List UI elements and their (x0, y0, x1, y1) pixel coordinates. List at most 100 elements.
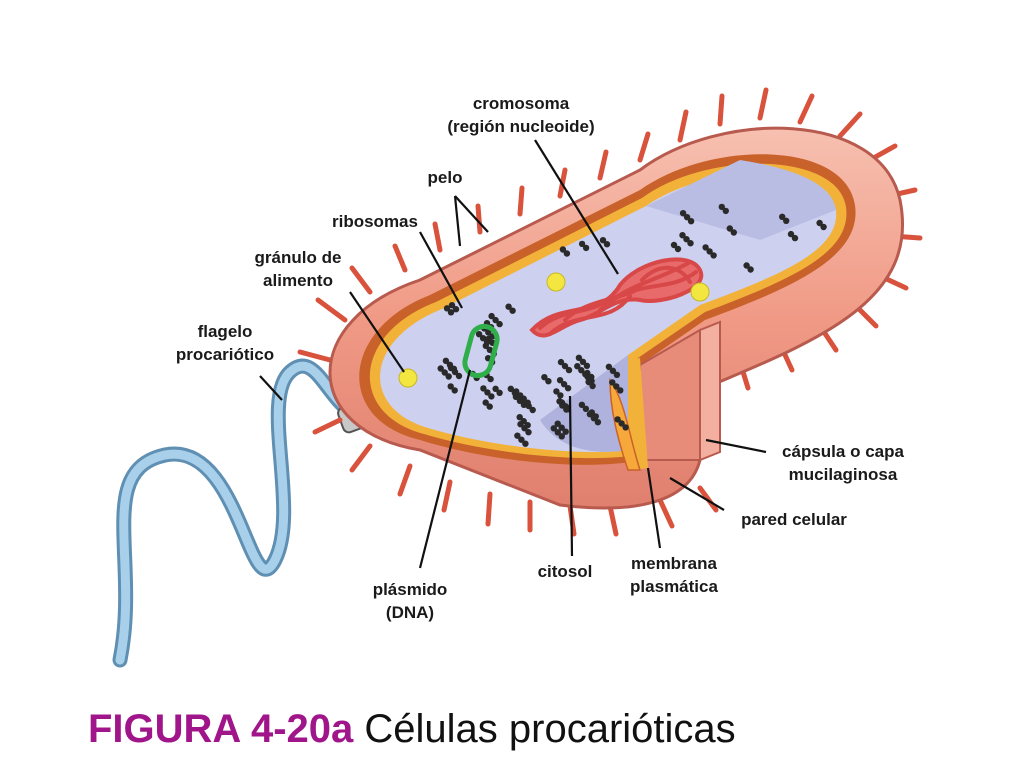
ribosome (787, 230, 799, 242)
pilus (607, 503, 619, 537)
ribosome (779, 213, 790, 224)
ribosome (743, 262, 754, 273)
leader-lines (259, 139, 767, 569)
ribosome (443, 305, 455, 316)
ribosome (670, 241, 682, 253)
label-pelo-text: pelo (427, 168, 463, 187)
label-capsula-line1: cápsula o capa (782, 442, 904, 461)
label-flagelo-line2: procariótico (175, 345, 275, 364)
ribosome (480, 385, 495, 400)
ribosome (553, 388, 564, 399)
ribosome (554, 420, 569, 435)
pilus (312, 417, 343, 435)
pilus (837, 111, 863, 139)
pilus (349, 265, 373, 295)
ribosome (599, 237, 611, 248)
ribosome (718, 203, 729, 215)
ribosome (588, 409, 599, 420)
food-granules (398, 272, 710, 388)
ribosome (578, 240, 590, 252)
ribosome (447, 383, 458, 394)
ribosome (609, 379, 624, 394)
ribosome (475, 331, 491, 346)
label-flagelo-line1: flagelo (197, 322, 253, 341)
ribosome (482, 399, 493, 410)
label-cromosoma-line2: (región nucleoide) (447, 117, 595, 136)
caption-title: Células procarióticas (364, 707, 736, 751)
pilus (485, 491, 493, 527)
ribosome (492, 385, 503, 396)
ribosome (679, 210, 695, 225)
label-granulo-line1: gránulo de (254, 248, 342, 267)
figure-caption: FIGURA 4-20a Células procarióticas (88, 704, 736, 754)
pilus (349, 443, 373, 473)
label-pelo: pelo (412, 166, 478, 189)
ribosome (514, 432, 529, 447)
pilus (797, 93, 815, 125)
pilus (297, 349, 333, 363)
label-plasmido-line2: (DNA) (385, 603, 435, 622)
pilus (397, 463, 413, 497)
pilus (657, 497, 675, 529)
ribosome (816, 219, 827, 231)
label-citosol: citosol (520, 560, 610, 583)
pilus (717, 93, 725, 127)
label-membrana: membrana plasmática (604, 552, 744, 598)
label-citosol-text: citosol (537, 562, 593, 581)
ribosome (541, 374, 552, 385)
ribosome (585, 378, 596, 390)
cut-section (609, 320, 721, 471)
ribosome (512, 393, 528, 408)
pilus (677, 109, 689, 143)
ribosome (556, 377, 572, 392)
label-granulo: gránulo de alimento (232, 246, 364, 292)
ribosome (488, 312, 503, 328)
label-pared-text: pared celular (741, 510, 847, 529)
ribosome (578, 401, 590, 412)
ribosome (550, 425, 565, 440)
pilus (392, 243, 408, 273)
pilus (757, 87, 769, 121)
ribosome (605, 363, 621, 378)
ribosome (559, 246, 571, 257)
label-capsula-line2: mucilaginosa (788, 465, 898, 484)
ribosome (614, 416, 629, 431)
plasmid (462, 323, 500, 379)
ribosome (557, 358, 573, 374)
ribosome (442, 357, 458, 372)
pilus (517, 185, 525, 217)
ribosome (437, 365, 452, 380)
pilus (475, 203, 483, 235)
ribosome (516, 414, 531, 429)
pilus (697, 485, 719, 513)
label-cromosoma-line1: cromosoma (472, 94, 570, 113)
label-pared: pared celular (716, 508, 872, 531)
label-cromosoma: cromosoma (región nucleoide) (416, 92, 626, 138)
pilus (441, 479, 453, 513)
ribosome (448, 302, 460, 313)
label-plasmido-line1: plásmido (372, 580, 448, 599)
pilus (315, 297, 348, 323)
ribosome (702, 244, 717, 259)
caption-figure-number: FIGURA 4-20a (88, 707, 354, 751)
label-ribosomas: ribosomas (312, 210, 438, 233)
pili (297, 87, 923, 537)
chromosome (529, 257, 704, 338)
label-capsula: cápsula o capa mucilaginosa (758, 440, 928, 486)
pilus (637, 131, 651, 163)
label-granulo-line2: alimento (263, 271, 333, 290)
ribosome (726, 225, 737, 236)
ribosome (505, 303, 516, 314)
ribosome (559, 402, 570, 413)
pilus (597, 149, 609, 181)
label-plasmido: plásmido (DNA) (350, 578, 470, 624)
label-membrana-line2: plasmática (630, 577, 718, 596)
ribosome (679, 232, 694, 247)
pilus (432, 221, 443, 253)
ribosome (575, 354, 591, 369)
label-membrana-line1: membrana (631, 554, 717, 573)
ribosome (574, 363, 589, 378)
label-flagelo: flagelo procariótico (150, 320, 300, 366)
